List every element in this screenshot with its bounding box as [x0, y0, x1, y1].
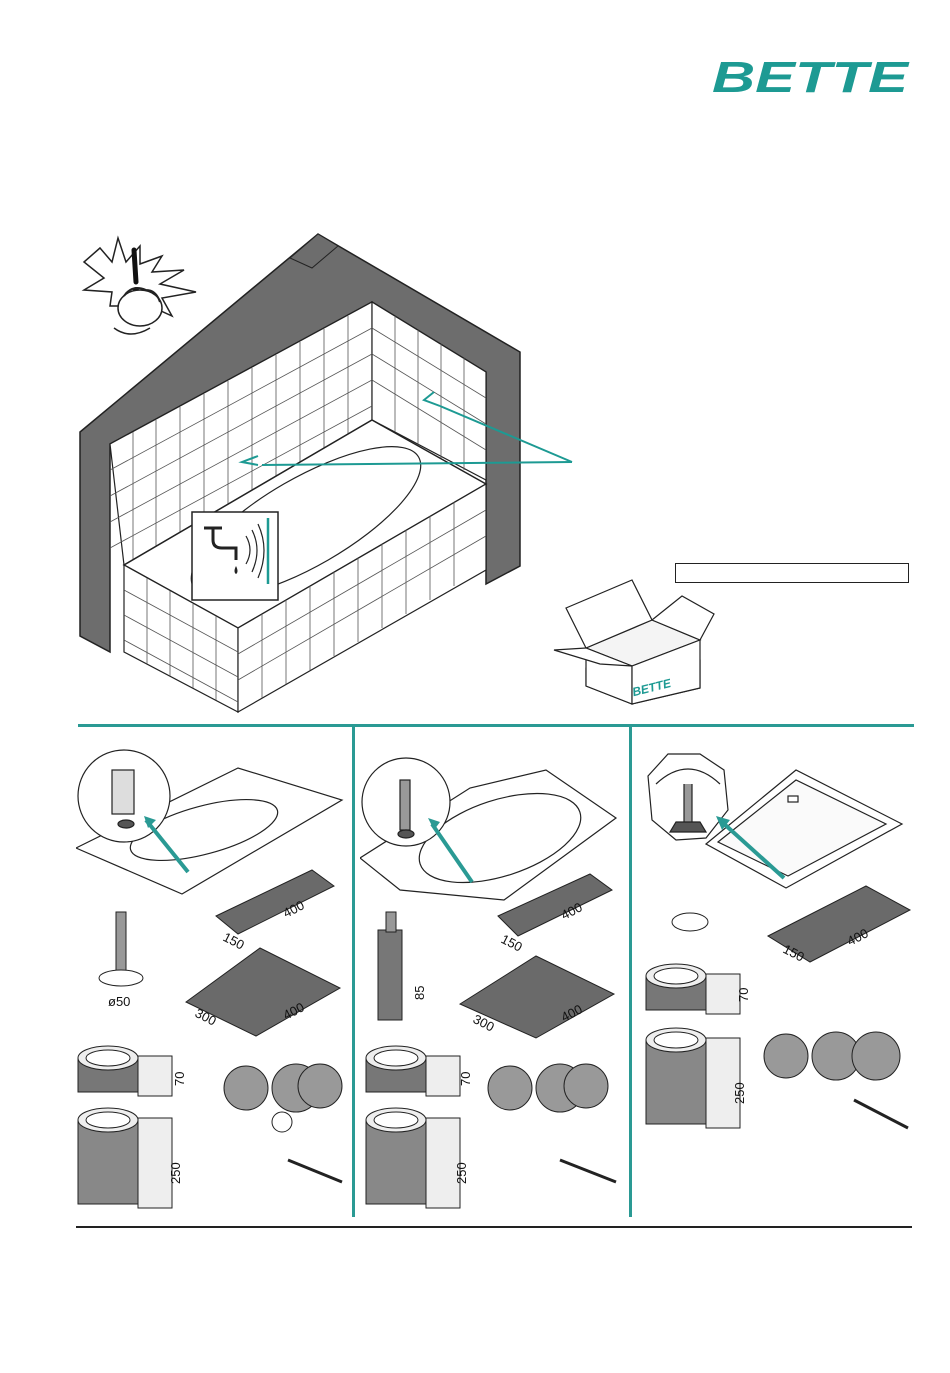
tape-wide-width: 250: [168, 1162, 183, 1184]
sealing-tape-narrow: [78, 1046, 172, 1096]
panel-shower-tray: 150 400 70 250: [636, 740, 916, 1220]
sealing-tape-wide: [646, 1028, 740, 1128]
sound-insulation-pads: [764, 1032, 908, 1128]
panel-bathtub: 150 400 ø50 300 400 70 250: [76, 740, 350, 1220]
sound-insulation-pads: [224, 1064, 342, 1182]
tape-narrow-width: 70: [736, 988, 751, 1002]
tape-wide-width: 250: [454, 1162, 469, 1184]
footer-rule: [76, 1226, 912, 1228]
foot-diameter: ø50: [108, 994, 130, 1009]
sound-insulation-pads: [488, 1064, 616, 1182]
bette-logo: BETTE: [712, 56, 912, 98]
sealing-tape-narrow: [646, 964, 740, 1014]
sealing-tape-narrow: [366, 1046, 460, 1096]
sealing-tape-wide: [78, 1108, 172, 1208]
logo-text: BETTE: [712, 56, 910, 98]
water-tap-sound-icon: [192, 512, 278, 600]
foot-height: 85: [412, 986, 427, 1000]
warning-person-icon: [84, 238, 196, 334]
tape-wide-width: 250: [732, 1082, 747, 1104]
pad-small-width: 150: [221, 929, 247, 952]
tape-narrow-width: 70: [458, 1072, 473, 1086]
column-divider-2: [629, 727, 632, 1217]
sealing-tape-wide: [366, 1108, 460, 1208]
tape-narrow-width: 70: [172, 1072, 187, 1086]
product-label-box: [675, 563, 909, 583]
column-divider-1: [352, 727, 355, 1217]
section-divider: [78, 724, 914, 727]
panel-corner-bathtub: 150 400 85 300 400 70 250: [360, 740, 626, 1220]
installation-scene: BETTE: [0, 230, 950, 720]
shipping-box-icon: BETTE: [554, 580, 714, 704]
pad-small: [216, 870, 334, 934]
